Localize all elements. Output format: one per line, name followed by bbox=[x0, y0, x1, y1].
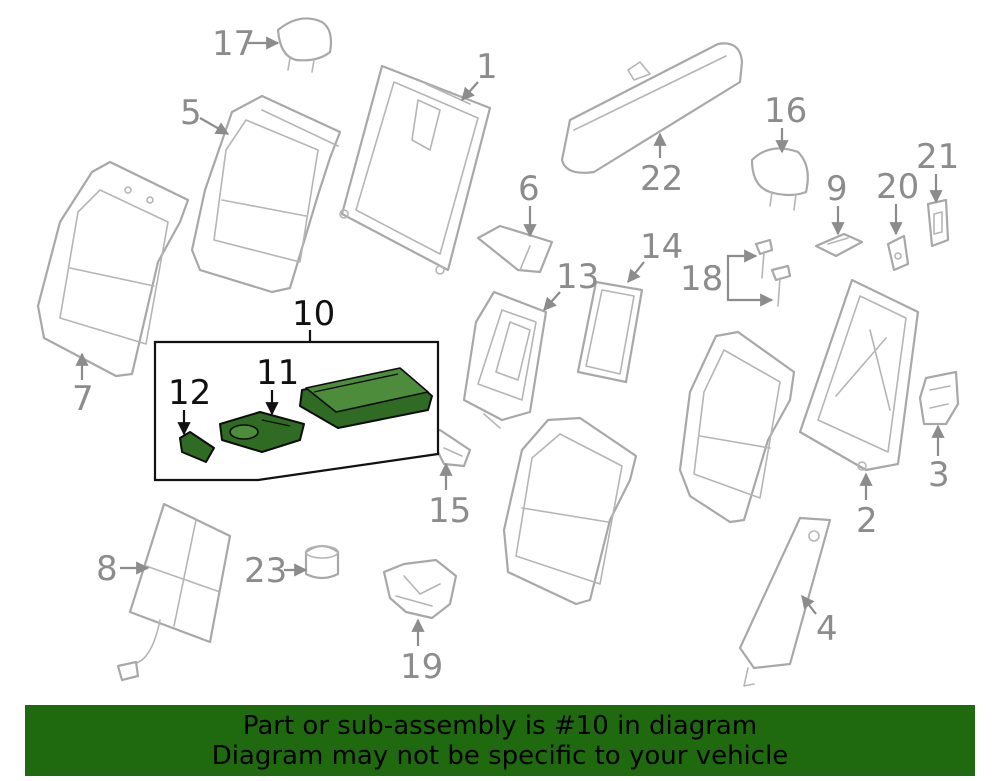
svg-text:12: 12 bbox=[168, 373, 211, 413]
seatback-cover-right bbox=[678, 330, 796, 524]
part-5-seatback-cover bbox=[190, 94, 342, 294]
label-1: 1 bbox=[461, 47, 498, 101]
label-12: 12 bbox=[168, 373, 211, 436]
label-21: 21 bbox=[916, 137, 959, 204]
part-10-armrest-lid bbox=[299, 367, 433, 429]
part-7-seatback-foam bbox=[36, 160, 190, 378]
part-16-headrest bbox=[750, 147, 809, 211]
label-11: 11 bbox=[256, 353, 299, 416]
banner-line-2: Diagram may not be specific to your vehi… bbox=[211, 740, 789, 771]
part-4-side-trim bbox=[738, 516, 832, 687]
part-23-switch bbox=[304, 544, 340, 580]
svg-text:2: 2 bbox=[856, 501, 878, 541]
part-11-cupholder bbox=[219, 411, 305, 453]
label-15: 15 bbox=[428, 462, 471, 531]
part-14-panel bbox=[576, 280, 644, 384]
part-13-armrest-housing bbox=[462, 290, 548, 429]
svg-text:6: 6 bbox=[518, 169, 540, 209]
label-6: 6 bbox=[518, 169, 540, 238]
part-8-heater-pad bbox=[116, 502, 232, 682]
svg-text:20: 20 bbox=[876, 167, 919, 207]
label-3: 3 bbox=[928, 424, 950, 495]
label-16: 16 bbox=[764, 91, 807, 154]
label-8: 8 bbox=[96, 549, 150, 589]
part-21-latch-cover bbox=[926, 198, 950, 248]
part-2-seatback-frame-right bbox=[798, 278, 920, 472]
svg-text:9: 9 bbox=[826, 169, 848, 209]
svg-text:1: 1 bbox=[476, 47, 498, 87]
label-20: 20 bbox=[876, 167, 919, 236]
part-19-bracket bbox=[382, 558, 458, 620]
svg-text:11: 11 bbox=[256, 353, 299, 393]
label-10: 10 bbox=[292, 294, 335, 334]
label-18: 18 bbox=[680, 249, 774, 307]
svg-text:13: 13 bbox=[556, 257, 599, 297]
svg-text:19: 19 bbox=[400, 647, 443, 687]
label-19: 19 bbox=[400, 618, 443, 687]
svg-text:23: 23 bbox=[244, 551, 287, 591]
svg-text:8: 8 bbox=[96, 549, 118, 589]
svg-text:16: 16 bbox=[764, 91, 807, 131]
part-1-seatback-frame bbox=[339, 64, 492, 275]
part-22-armrest bbox=[560, 42, 744, 174]
label-4: 4 bbox=[801, 594, 838, 649]
svg-text:15: 15 bbox=[428, 491, 471, 531]
label-14: 14 bbox=[627, 227, 683, 284]
svg-text:18: 18 bbox=[680, 259, 723, 299]
svg-text:22: 22 bbox=[640, 159, 683, 199]
svg-text:7: 7 bbox=[72, 379, 94, 419]
label-13: 13 bbox=[543, 257, 599, 311]
part-18-bolts bbox=[754, 238, 792, 307]
label-22: 22 bbox=[640, 132, 683, 199]
label-17: 17 bbox=[212, 24, 280, 64]
svg-text:14: 14 bbox=[640, 227, 683, 267]
parts-diagram: 17 1 5 16 21 22 6 9 20 14 13 18 bbox=[36, 17, 960, 687]
label-9: 9 bbox=[826, 169, 848, 236]
part-3-latch bbox=[918, 370, 960, 426]
svg-text:4: 4 bbox=[816, 609, 838, 649]
label-5: 5 bbox=[180, 93, 230, 135]
svg-text:3: 3 bbox=[928, 455, 950, 495]
label-7: 7 bbox=[72, 352, 94, 419]
label-23: 23 bbox=[244, 551, 308, 591]
part-17-headrest bbox=[276, 17, 333, 73]
seat-cushion bbox=[502, 416, 638, 606]
part-20-bracket bbox=[886, 234, 910, 272]
svg-text:21: 21 bbox=[916, 137, 959, 177]
part-6-pad bbox=[476, 224, 554, 274]
label-2: 2 bbox=[856, 472, 878, 541]
svg-text:5: 5 bbox=[180, 93, 202, 133]
part-9-clip bbox=[814, 232, 864, 258]
info-banner: Part or sub-assembly is #10 in diagram D… bbox=[25, 705, 975, 776]
svg-text:10: 10 bbox=[292, 294, 335, 334]
banner-line-1: Part or sub-assembly is #10 in diagram bbox=[242, 710, 758, 741]
